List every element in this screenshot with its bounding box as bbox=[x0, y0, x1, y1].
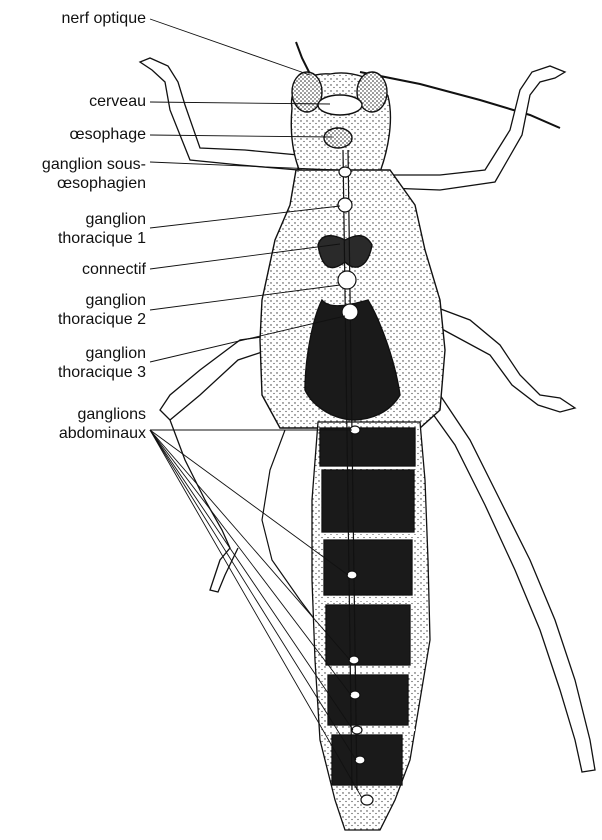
label-ganglions-abd-line-2: abdominaux bbox=[59, 424, 146, 443]
label-ganglion-sous-line-1: ganglion sous- bbox=[42, 155, 146, 174]
label-connectif: connectif bbox=[82, 260, 146, 279]
abdominal-ganglion-3 bbox=[349, 656, 359, 664]
subesophageal-ganglion bbox=[339, 167, 351, 177]
abdominal-ganglion-6 bbox=[355, 756, 365, 764]
thoracic-ganglion-1 bbox=[338, 198, 352, 212]
label-ganglion-sous-line-2: œsophagien bbox=[42, 174, 146, 193]
right-hind-leg bbox=[430, 395, 595, 772]
label-ganglion-t1-line-1: ganglion bbox=[58, 210, 146, 229]
head bbox=[291, 72, 390, 172]
abdomen bbox=[312, 422, 430, 830]
label-ganglion-thoracique-2: ganglion thoracique 2 bbox=[58, 291, 146, 329]
label-ganglion-t2-line-1: ganglion bbox=[58, 291, 146, 310]
label-ganglions-abd-line-1: ganglions bbox=[59, 405, 146, 424]
abdominal-ganglion-5 bbox=[352, 726, 362, 734]
thoracic-ganglion-2 bbox=[338, 271, 356, 289]
label-ganglions-abdominaux: ganglions abdominaux bbox=[59, 405, 146, 443]
label-oesophage: œsophage bbox=[70, 125, 147, 144]
label-ganglion-t2-line-2: thoracique 2 bbox=[58, 310, 146, 329]
thorax bbox=[260, 170, 445, 428]
brain-shape bbox=[318, 95, 362, 115]
label-ganglion-t1-line-2: thoracique 1 bbox=[58, 229, 146, 248]
abdominal-ganglion-2 bbox=[347, 571, 357, 579]
label-ganglion-t3-line-1: ganglion bbox=[58, 344, 146, 363]
right-front-leg bbox=[388, 66, 565, 190]
abdominal-ganglion-7 bbox=[361, 795, 373, 805]
right-middle-leg bbox=[430, 305, 575, 412]
label-ganglion-t3-line-2: thoracique 3 bbox=[58, 363, 146, 382]
label-cerveau: cerveau bbox=[89, 92, 146, 111]
label-ganglion-thoracique-3: ganglion thoracique 3 bbox=[58, 344, 146, 382]
abdominal-ganglion-4 bbox=[350, 691, 360, 699]
thoracic-ganglion-3 bbox=[342, 304, 358, 320]
label-nerf-optique: nerf optique bbox=[61, 9, 146, 28]
label-ganglion-sous-oesophagien: ganglion sous- œsophagien bbox=[42, 155, 146, 193]
oesophagus-shape bbox=[324, 128, 352, 148]
label-ganglion-thoracique-1: ganglion thoracique 1 bbox=[58, 210, 146, 248]
left-front-leg bbox=[140, 58, 298, 170]
leader-nerf-optique bbox=[150, 19, 310, 75]
